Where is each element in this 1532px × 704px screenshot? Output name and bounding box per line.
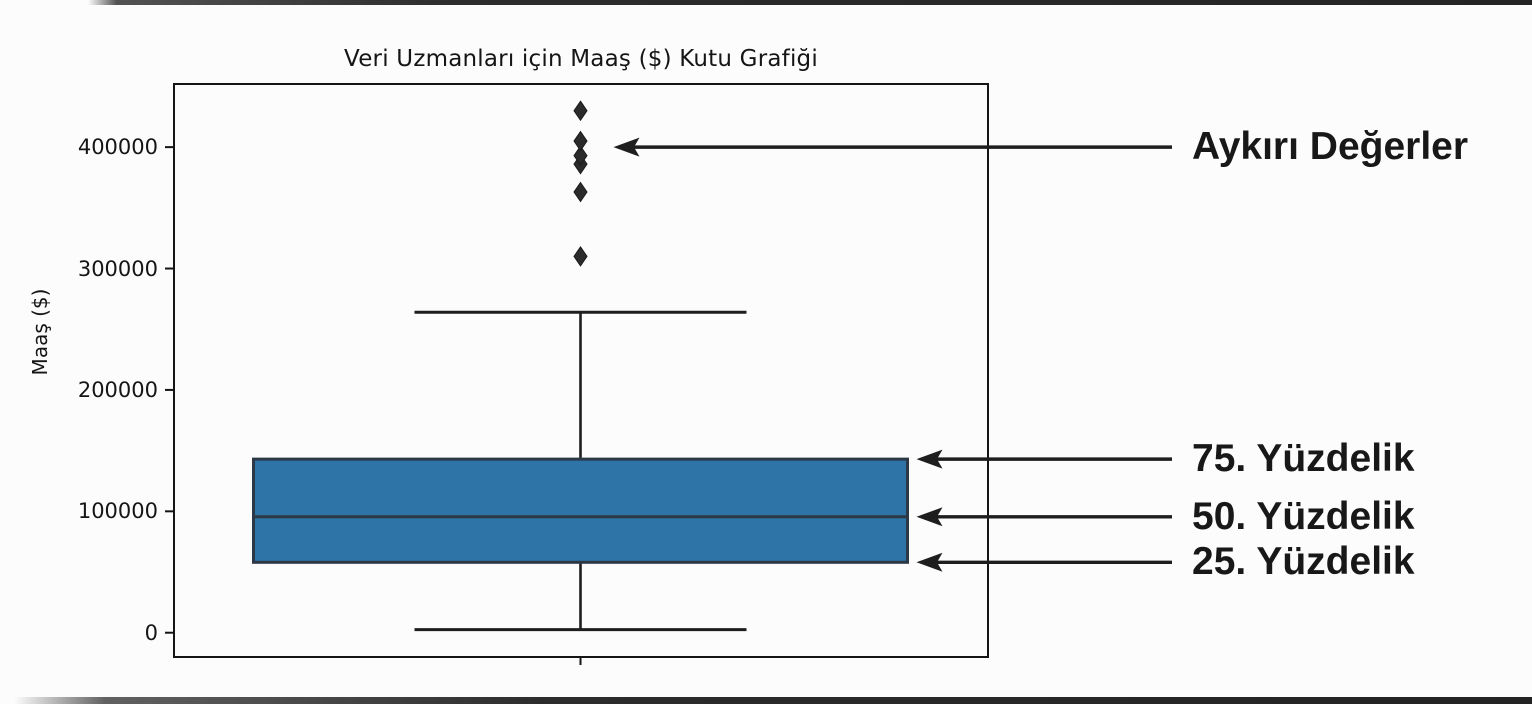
annotation-label-q1: 25. Yüzdelik	[1192, 540, 1415, 583]
scan-artifact-bottom	[14, 697, 1532, 704]
y-tick-label: 300000	[77, 256, 158, 281]
y-tick-label: 400000	[77, 135, 158, 160]
annotation-label-outliers: Aykırı Değerler	[1192, 125, 1469, 168]
outlier-diamond-icon	[573, 130, 588, 152]
outlier-diamond-icon	[573, 181, 588, 203]
y-tick-label: 0	[144, 620, 158, 645]
arrowhead-left-icon	[613, 137, 640, 157]
outlier-diamond-icon	[573, 246, 588, 267]
outlier-diamond-icon	[573, 100, 588, 122]
scan-artifact-top	[88, 0, 1532, 5]
y-tick-label: 200000	[77, 377, 158, 402]
annotation-label-q3: 75. Yüzdelik	[1192, 437, 1415, 480]
chart-title: Veri Uzmanları için Maaş ($) Kutu Grafiğ…	[344, 46, 818, 72]
arrowhead-left-icon	[916, 507, 943, 527]
annotation-label-median: 50. Yüzdelik	[1192, 495, 1415, 538]
y-tick-label: 100000	[77, 499, 158, 524]
iqr-box	[252, 457, 909, 564]
outlier-diamond-icon	[573, 145, 588, 167]
arrowhead-left-icon	[916, 449, 943, 469]
arrowhead-left-icon	[916, 552, 943, 572]
